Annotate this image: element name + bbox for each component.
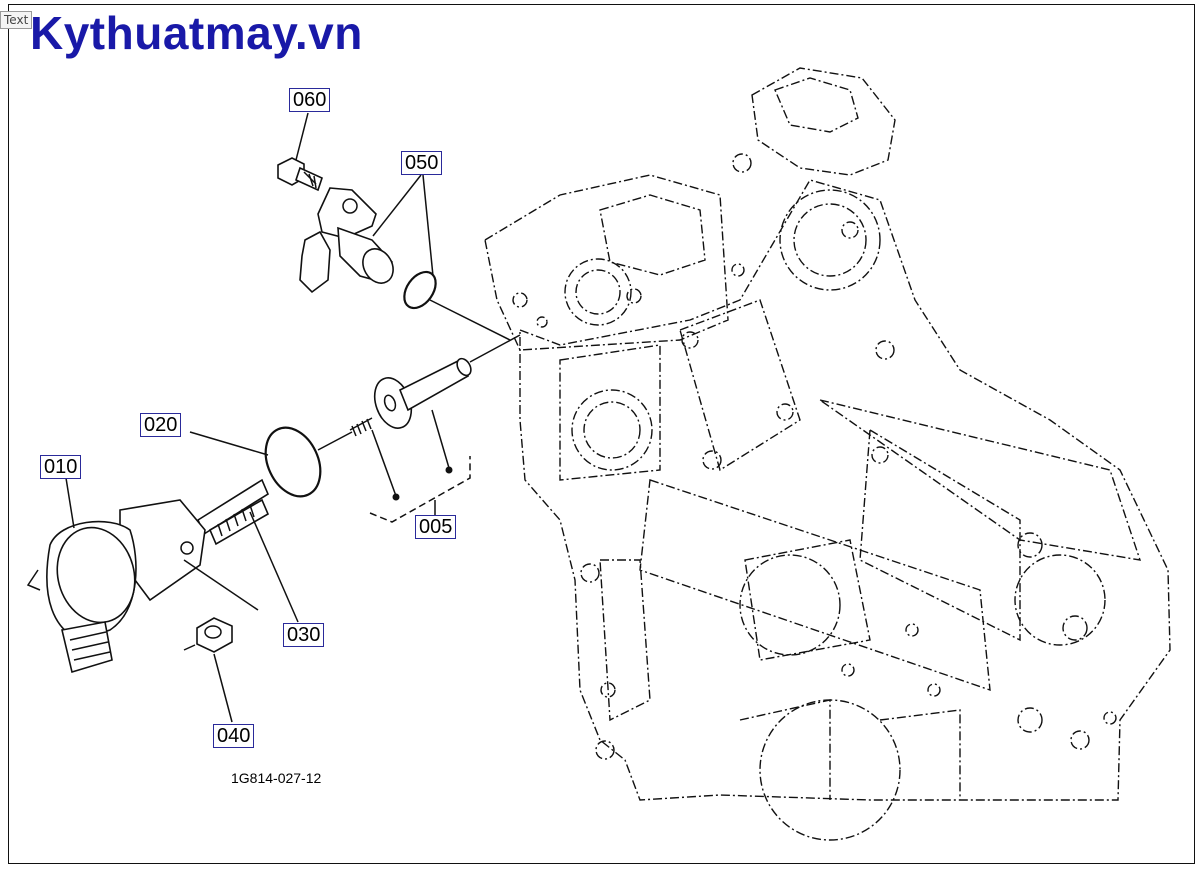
part-040-nut: [183, 617, 233, 653]
text-tool-button[interactable]: Text: [0, 11, 33, 29]
leader-lines: [65, 112, 521, 723]
callout-005: 005: [415, 515, 457, 539]
callout-010: 010: [40, 455, 82, 479]
part-050-sensor: [299, 187, 437, 310]
gear-case-housing: [484, 67, 1171, 841]
drawing-frame: [8, 4, 1195, 864]
callout-020: 020: [140, 413, 182, 437]
part-020-o-ring: [264, 426, 322, 498]
part-005-valve: [349, 357, 472, 523]
callout-050: 050: [401, 151, 443, 175]
callout-030: 030: [283, 623, 325, 647]
brand-watermark: Kythuatmay.vn: [30, 7, 363, 59]
drawing-number: 1G814-027-12: [231, 770, 322, 786]
callout-040: 040: [213, 724, 255, 748]
part-060-bolt: [277, 157, 323, 192]
callout-060: 060: [289, 88, 331, 112]
part-010-solenoid: [26, 478, 270, 674]
